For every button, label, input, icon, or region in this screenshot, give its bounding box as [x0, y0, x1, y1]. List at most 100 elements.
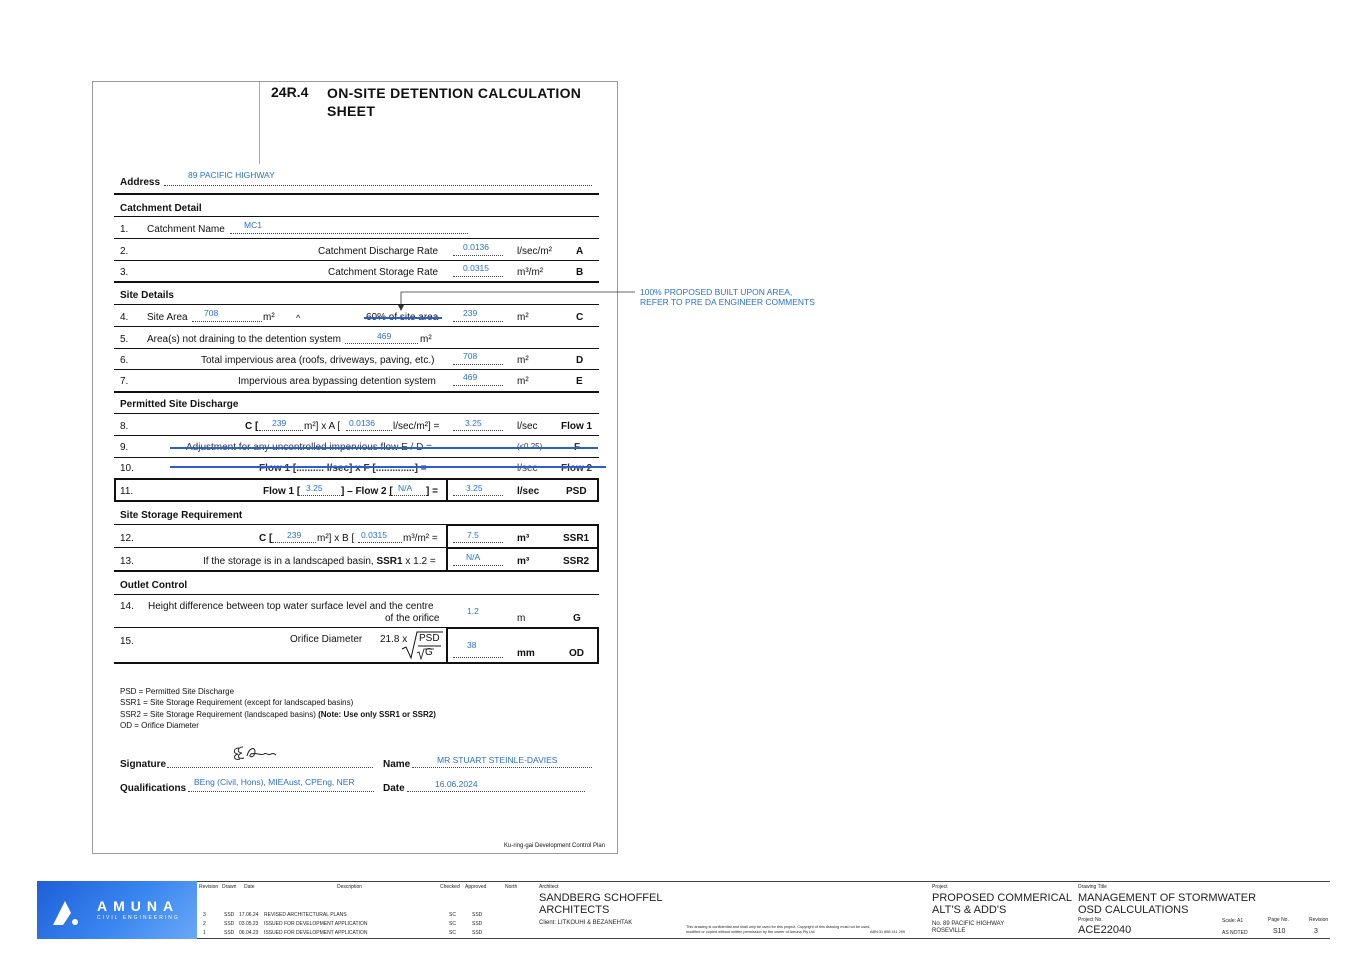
row12-unit: m³	[517, 533, 530, 544]
row8-value: 3.25	[465, 418, 482, 428]
titleblock-top-rule	[37, 881, 1330, 882]
rule	[114, 369, 599, 370]
abn: ABN:31 658 411 299	[870, 930, 905, 934]
row9-value: (≤0.25)	[517, 442, 542, 451]
rev-approved: SSD	[472, 912, 483, 918]
revision-value: 3	[1314, 928, 1318, 935]
row8-cval: 239	[272, 418, 287, 428]
rule	[114, 524, 599, 525]
row12-bval: 0.0315	[361, 530, 387, 540]
sheet-title-line1: ON-SITE DETENTION CALCULATION	[327, 85, 582, 101]
architect-line1: SANDBERG SCHOFFEL	[539, 892, 663, 904]
sheet-number: 24R.4	[271, 84, 309, 100]
row6-value: 708	[463, 351, 478, 361]
address-dots	[164, 185, 592, 186]
row11-dots-2	[389, 495, 425, 496]
row11-box-right	[446, 478, 599, 502]
rev-drawn: SSD	[224, 921, 235, 927]
note-ssr2: SSR2 = Site Storage Requirement (landsca…	[120, 710, 436, 719]
rule	[114, 391, 599, 393]
row4-num: 4.	[120, 312, 129, 323]
row10-unit: l/sec	[517, 463, 538, 474]
signature-dots	[167, 767, 373, 768]
row13-num: 13.	[120, 556, 134, 567]
row13-label-text: If the storage is in a landscaped basin,	[203, 556, 374, 567]
row12-b: m²] x B [	[317, 533, 355, 544]
row12-value: 7.5	[467, 530, 479, 540]
note-od: OD = Orifice Diameter	[120, 721, 199, 730]
rule	[114, 304, 599, 305]
row1-num: 1.	[120, 224, 129, 235]
row11-num: 11.	[120, 486, 134, 497]
address-label: Address	[120, 177, 161, 188]
row15-code: OD	[569, 648, 584, 659]
rule	[114, 260, 599, 261]
row5-value: 469	[377, 331, 392, 341]
rule	[114, 326, 599, 327]
rule	[114, 594, 599, 595]
row9-strikethrough	[170, 447, 598, 449]
confidential-line2: modified or copied without written permi…	[686, 930, 815, 934]
architect-label: Architect	[539, 884, 559, 890]
row5-unit: m²	[420, 334, 432, 345]
company-logo: AMUNA CIVIL ENGINEERING	[37, 881, 197, 939]
row3-dots	[453, 276, 503, 277]
hdr-north: North	[505, 884, 518, 890]
row12-num: 12.	[120, 533, 134, 544]
row11-b: ] – Flow 2 [	[341, 486, 393, 497]
annotation-line2: REFER TO PRE DA ENGINEER COMMENTS	[640, 297, 815, 307]
name-dots	[412, 767, 592, 768]
row12-dots	[453, 542, 503, 543]
client: Client: LITKOUHI & BEZANEHTAK	[539, 920, 633, 926]
rev-number: 2	[203, 921, 206, 927]
row8-dots-a	[346, 430, 392, 431]
row8-mid: m²] x A [	[304, 421, 341, 432]
row14-code: G	[573, 613, 581, 624]
row15-g: G	[425, 647, 433, 658]
row11-value: 3.25	[466, 483, 483, 493]
project-line2: ALT'S & ADD'S	[932, 904, 1007, 916]
hdr-description: Description	[337, 884, 363, 890]
catchment-heading: Catchment Detail	[120, 203, 202, 214]
rule	[114, 238, 599, 239]
row13-dots	[453, 565, 503, 566]
row13-tail: x 1.2 =	[405, 556, 436, 567]
row10-num: 10.	[120, 463, 134, 474]
row2-unit: l/sec/m²	[517, 246, 552, 257]
row14-label2: of the orifice	[385, 613, 440, 624]
row4-caret: ^	[296, 313, 301, 323]
header-divider	[259, 82, 260, 164]
row4-dots2	[453, 321, 503, 322]
row10-label: Flow 1 [.......... l/sec] x F [.........…	[259, 463, 427, 474]
rev-approved: SSD	[472, 921, 483, 927]
row13-unit: m³	[517, 556, 530, 567]
row1-label: Catchment Name	[147, 224, 225, 235]
row15-label: Orifice Diameter	[290, 634, 363, 645]
hdr-checked: Checked	[440, 884, 460, 890]
project-no: ACE22040	[1078, 924, 1132, 936]
logo-sub: CIVIL ENGINEERING	[97, 915, 180, 921]
project-line1: PROPOSED COMMERICAL	[932, 892, 1072, 904]
qualifications-value: BEng (Civil, Hons), MIEAust, CPEng, NER	[194, 777, 355, 787]
rev-drawn: SSD	[224, 912, 235, 918]
rule	[114, 216, 599, 217]
row13-bold: SSR1	[376, 556, 403, 567]
annotation-leader	[398, 291, 635, 311]
titleblock-bottom-rule	[37, 938, 1330, 939]
row11-f2: N/A	[398, 483, 413, 493]
revision-label: Revision	[1309, 917, 1329, 923]
row3-code: B	[576, 267, 584, 278]
note-ssr2-bold: (Note: Use only SSR1 or SSR2)	[318, 710, 436, 719]
rule	[114, 281, 599, 283]
rev-number: 3	[203, 912, 206, 918]
row11-box-left	[114, 478, 447, 502]
project-addr1: No. 89 PACIFIC HIGHWAY	[932, 921, 1005, 927]
logo-name: AMUNA	[97, 898, 180, 914]
rule	[114, 662, 447, 664]
row8-end: l/sec/m²] =	[393, 421, 440, 432]
rule	[114, 413, 599, 414]
row7-dots	[453, 385, 503, 386]
row7-label: Impervious area bypassing detention syst…	[238, 376, 436, 387]
row11-unit: l/sec	[517, 486, 540, 497]
row14-num: 14.	[120, 601, 134, 612]
